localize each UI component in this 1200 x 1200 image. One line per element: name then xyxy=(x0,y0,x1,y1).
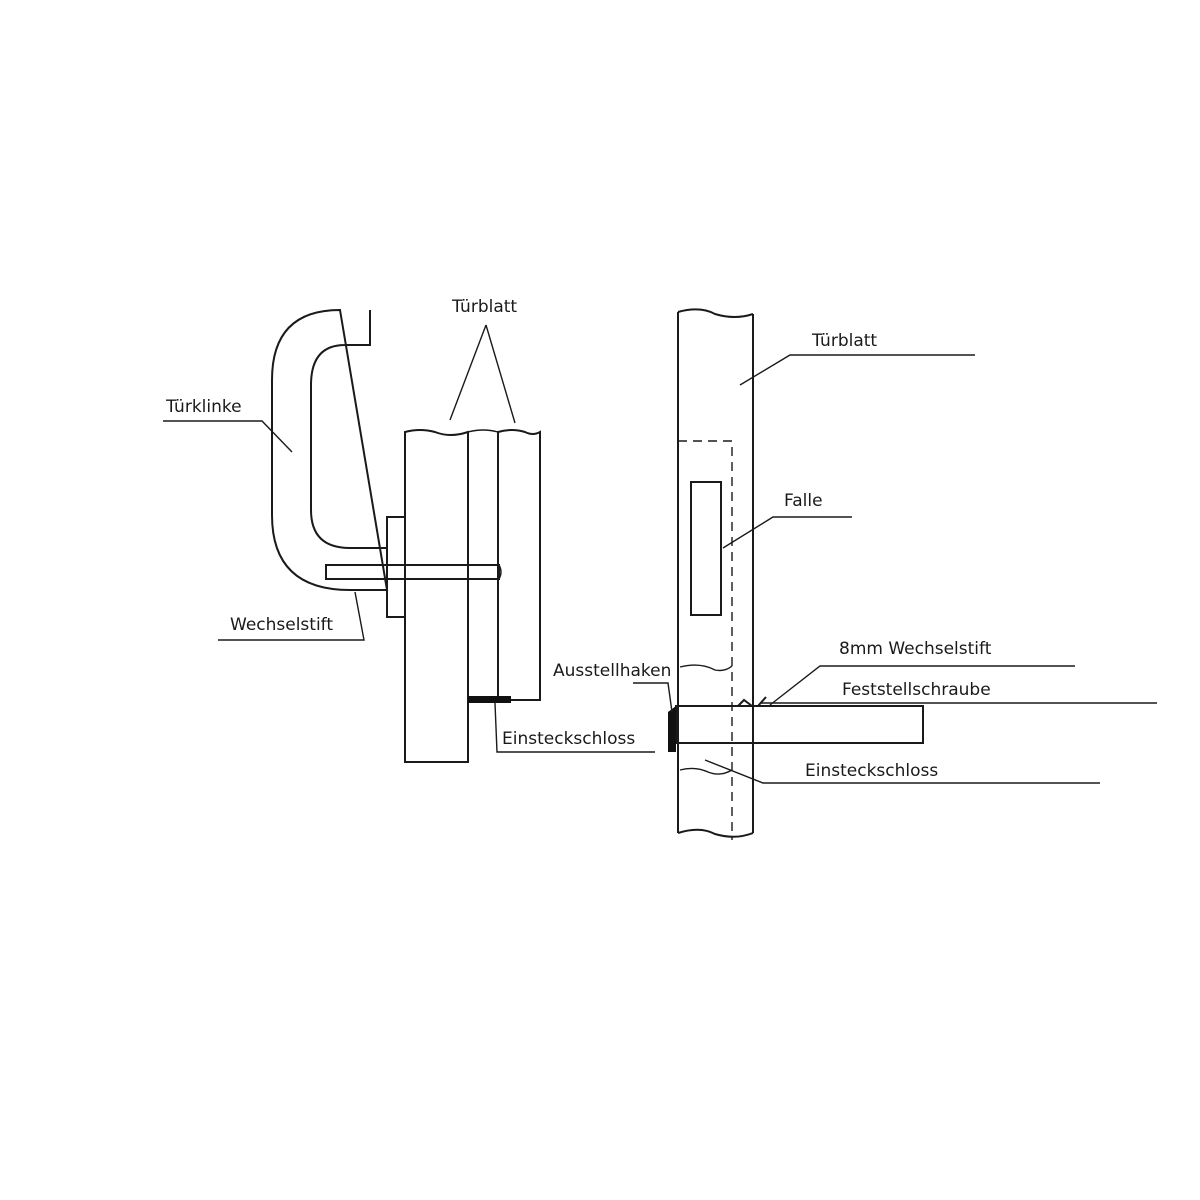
door-leaf-section-front xyxy=(404,429,469,763)
spindle-pin xyxy=(325,564,502,580)
label-door-leaf-left: Türblatt xyxy=(451,297,517,317)
leader-mortise-lock-right xyxy=(704,759,1100,784)
spindle-8mm xyxy=(675,705,924,744)
leader-mortise-lock-left xyxy=(494,702,655,753)
break-line-upper xyxy=(679,664,733,672)
door-leaf-section-back xyxy=(497,429,541,701)
set-screw xyxy=(737,696,767,707)
leader-latch xyxy=(722,516,852,549)
label-door-leaf-right: Türblatt xyxy=(811,331,877,351)
label-mortise-lock-left: Einsteckschloss xyxy=(502,729,635,749)
mortise-lock-mark xyxy=(468,696,511,703)
label-latch: Falle xyxy=(784,491,823,511)
label-spindle: Wechselstift xyxy=(230,615,333,635)
leader-door-handle xyxy=(163,420,293,453)
left-view: Türblatt Türklinke Wechselstift Einsteck… xyxy=(163,297,655,763)
door-gap-outline xyxy=(467,429,499,433)
label-mortise-lock-right: Einsteckschloss xyxy=(805,761,938,781)
leader-door-leaf-left xyxy=(449,324,516,424)
hook xyxy=(668,706,676,752)
leader-spindle-8mm xyxy=(769,665,1075,706)
right-view: Türblatt Falle 8mm Wechselstift Feststel… xyxy=(553,308,1157,840)
leader-hook xyxy=(633,682,673,713)
leader-door-leaf-right xyxy=(739,354,975,386)
door-handle-lever xyxy=(271,308,389,591)
lock-body-dashed-outline xyxy=(678,440,733,840)
leader-spindle xyxy=(218,591,365,641)
label-hook: Ausstellhaken xyxy=(553,661,671,681)
rosette xyxy=(386,516,406,618)
latch-bolt xyxy=(690,481,722,616)
break-line-lower xyxy=(679,767,733,775)
label-set-screw: Feststellschraube xyxy=(842,680,991,700)
door-leaf-edge xyxy=(677,308,754,838)
label-spindle-8mm: 8mm Wechselstift xyxy=(839,639,992,659)
label-door-handle: Türklinke xyxy=(165,397,242,417)
